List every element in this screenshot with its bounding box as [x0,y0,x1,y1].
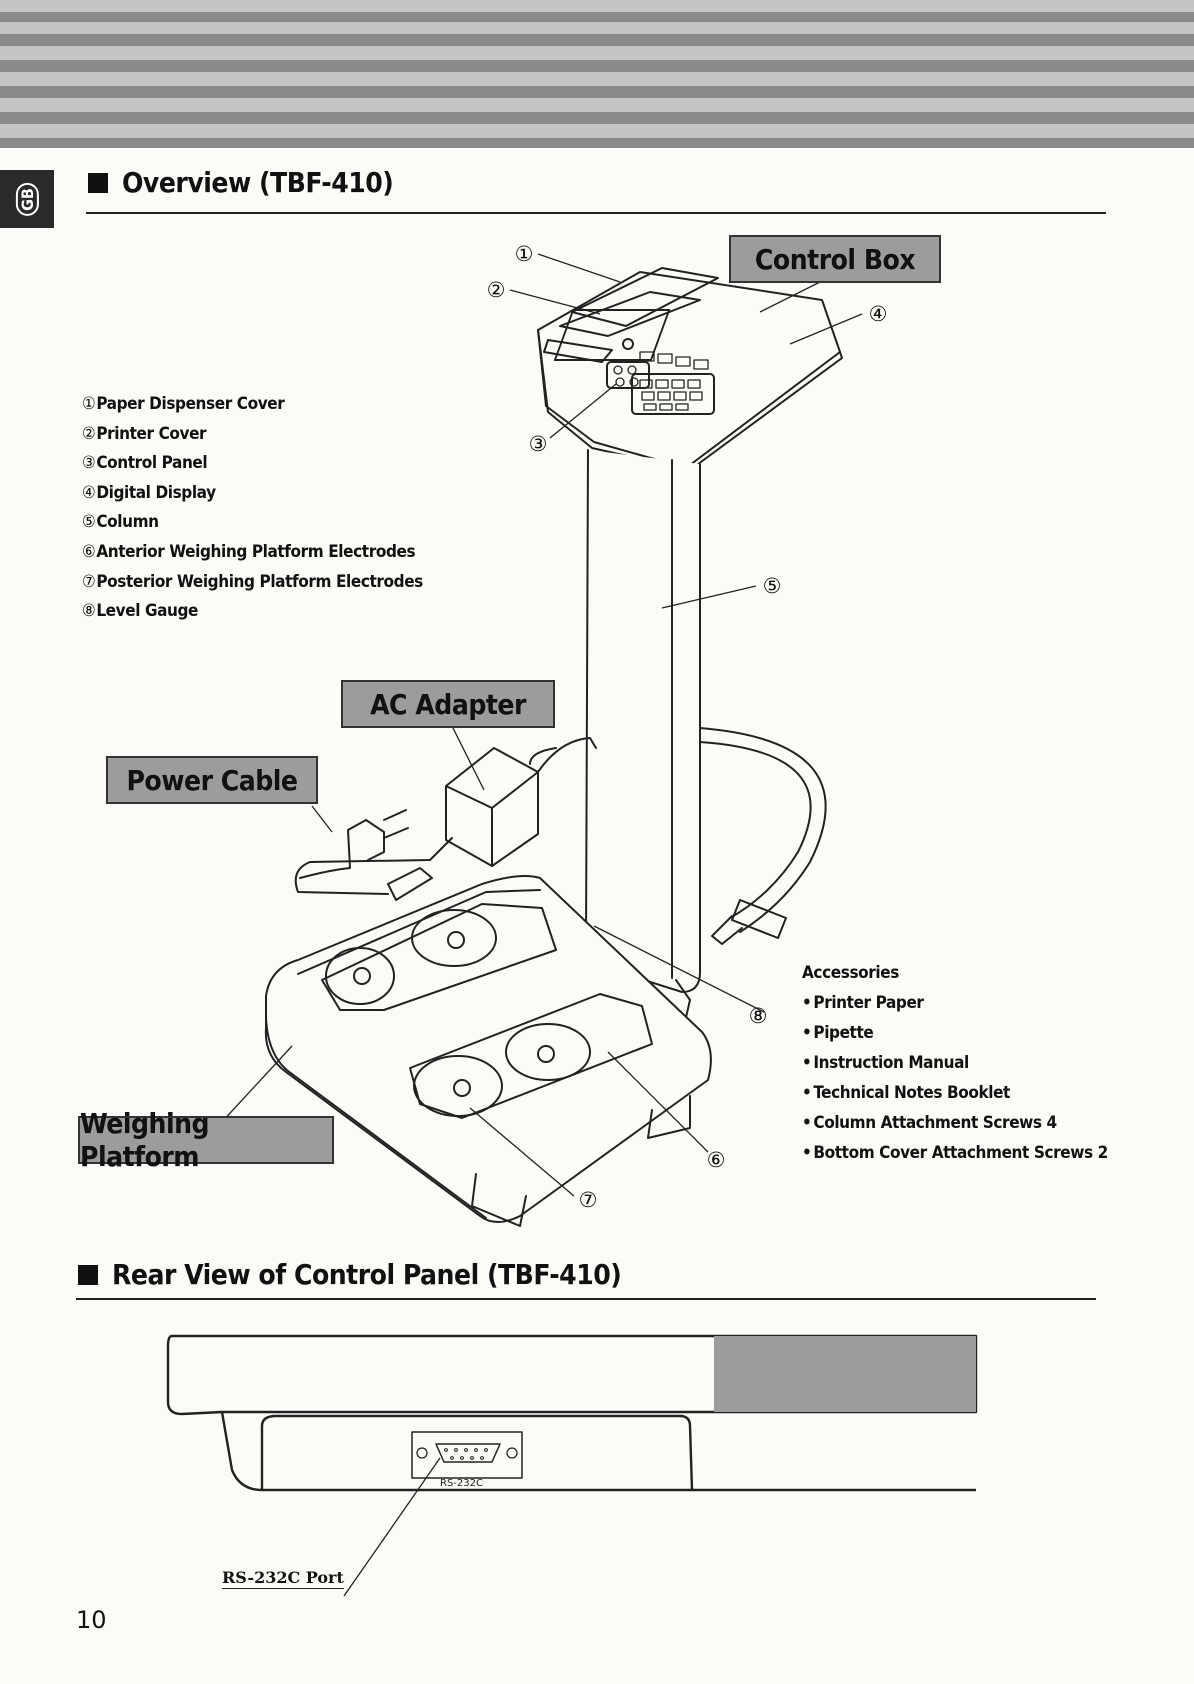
column-shape [585,449,701,993]
rs232c-port-shape [411,1431,523,1479]
parts-list-item: ③Control Panel [82,449,423,479]
label-control-box: Control Box [729,235,941,283]
overview-heading: Overview (TBF-410) [88,166,394,199]
accessories-list: •Printer Paper•Pipette•Instruction Manua… [802,988,1108,1168]
part-label: Column [96,512,159,533]
label-power-cable: Power Cable [106,756,318,804]
label-weighing-platform: Weighing Platform [78,1107,334,1173]
part-label: Control Panel [96,453,208,474]
accessory-label: Column Attachment Screws 4 [813,1113,1057,1133]
parts-list-item: ⑥Anterior Weighing Platform Electrodes [82,538,423,568]
control-box-outline [537,271,841,469]
label-weighing-platform-text: Weighing Platform [80,1107,210,1173]
header-stripe [0,34,1194,46]
rs232c-port-label: RS-232C Port [222,1568,344,1589]
rear-grey-panel [714,1336,976,1412]
bullet-icon: • [802,993,812,1013]
header-stripe [0,124,1194,138]
header-stripe [0,86,1194,98]
part-label: Paper Dispenser Cover [96,394,285,414]
accessory-label: Technical Notes Booklet [813,1083,1010,1103]
accessory-label: Pipette [813,1023,874,1043]
port-silkscreen: RS-232C [440,1478,483,1489]
header-stripe [0,60,1194,72]
header-stripe [0,0,1194,12]
label-power-cable-text: Power Cable [126,763,298,797]
accessory-item: •Column Attachment Screws 4 [802,1108,1108,1138]
callout-8: ⑧ [748,1004,768,1028]
callout-4: ④ [868,302,888,326]
parts-list-item: ④Digital Display [82,479,423,509]
callout-3: ③ [528,432,548,456]
header-stripe [0,46,1194,60]
rear-housing-outline [166,1334,978,1492]
heading-square-icon [88,172,108,193]
accessory-item: •Bottom Cover Attachment Screws 2 [802,1138,1108,1168]
language-tab: GB [0,170,54,228]
bullet-icon: • [802,1083,812,1103]
bullet-icon: • [802,1113,812,1133]
weighing-platform-shape [264,875,712,1223]
label-ac-adapter: AC Adapter [341,680,555,728]
part-number: ⑥ [82,541,96,562]
overview-heading-text: Overview (TBF-410) [122,166,394,199]
part-number: ④ [82,482,96,503]
accessory-item: •Instruction Manual [802,1048,1108,1078]
part-number: ① [82,394,96,414]
rear-view-rule [76,1298,1096,1300]
parts-list-item: ①Paper Dispenser Cover [82,390,423,420]
accessory-item: •Pipette [802,1018,1108,1048]
parts-list-item: ⑦Posterior Weighing Platform Electrodes [82,568,423,598]
accessory-label: Printer Paper [813,993,924,1013]
label-control-box-text: Control Box [754,242,916,276]
rear-view-heading: Rear View of Control Panel (TBF-410) [78,1258,622,1291]
overview-rule [86,212,1106,214]
heading-square-icon [78,1264,98,1285]
part-number: ⑤ [82,512,96,533]
parts-list-item: ⑧Level Gauge [82,597,423,627]
accessories-title: Accessories [802,963,899,983]
header-stripe [0,22,1194,34]
header-stripe [0,138,1194,148]
part-label: Anterior Weighing Platform Electrodes [96,541,416,562]
part-label: Level Gauge [96,601,199,622]
bullet-icon: • [802,1143,812,1163]
page-number: 10 [76,1606,107,1634]
header-stripe [0,12,1194,22]
callout-2: ② [486,278,506,302]
bullet-icon: • [802,1053,812,1073]
accessory-label: Bottom Cover Attachment Screws 2 [813,1143,1108,1163]
header-stripe-band [0,0,1194,150]
callout-7: ⑦ [578,1188,598,1212]
accessory-item: •Technical Notes Booklet [802,1078,1108,1108]
part-label: Digital Display [96,482,216,503]
part-label: Posterior Weighing Platform Electrodes [96,571,423,592]
accessory-label: Instruction Manual [813,1053,969,1073]
callout-5: ⑤ [762,574,782,598]
label-ac-adapter-text: AC Adapter [370,687,526,721]
parts-list-item: ⑤Column [82,508,423,538]
part-number: ③ [82,453,96,474]
accessory-item: •Printer Paper [802,988,1108,1018]
bullet-icon: • [802,1023,812,1043]
header-stripe [0,98,1194,112]
header-stripe [0,72,1194,86]
part-number: ⑧ [82,601,96,622]
part-number: ② [82,423,96,444]
part-number: ⑦ [82,571,96,592]
header-stripe [0,112,1194,124]
accessories-block: Accessories •Printer Paper•Pipette•Instr… [802,958,1108,1168]
parts-list-item: ②Printer Cover [82,420,423,450]
callout-1: ① [514,242,534,266]
callout-6: ⑥ [706,1148,726,1172]
part-label: Printer Cover [96,423,207,444]
rear-view-heading-text: Rear View of Control Panel (TBF-410) [112,1258,622,1291]
